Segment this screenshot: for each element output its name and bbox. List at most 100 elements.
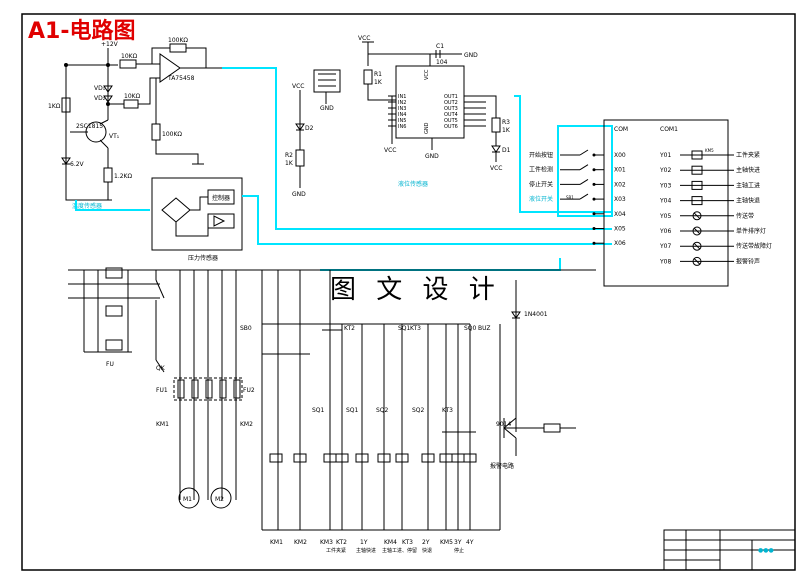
drawing-title: A1-电路图 xyxy=(28,18,135,44)
label-limit-5: KT3 xyxy=(442,407,453,414)
label-fu1: FU1 xyxy=(156,387,168,394)
label-transistor-9014: 9014 xyxy=(496,421,511,428)
label-r-100k-lower: 100KΩ xyxy=(162,131,182,138)
plc-output-label: 传送带故障灯 xyxy=(736,242,772,250)
plc-lamp-icon xyxy=(692,211,702,221)
label-r3-value: 1K xyxy=(502,127,511,134)
coil-label: KM2 xyxy=(294,539,307,546)
title-block xyxy=(663,529,796,571)
ic-input-pin: IN4 xyxy=(398,112,406,118)
plc-com-left: COM xyxy=(614,126,628,133)
coil-label: KM5 xyxy=(440,539,453,546)
ic-output-pin: OUT4 xyxy=(444,112,458,118)
label-r1-value: 1K xyxy=(374,79,383,86)
plc-output-terminal: Y04 xyxy=(659,198,671,205)
plc-input-label: 开始按钮 xyxy=(529,151,553,159)
plc-relay-coil xyxy=(691,150,703,160)
label-km2-power: KM2 xyxy=(240,421,253,428)
label-transistor: 2SC1815 xyxy=(76,123,103,130)
plc-relay-coil xyxy=(691,165,703,175)
plc-relay-coil xyxy=(691,180,703,190)
label-d1: D1 xyxy=(502,147,511,154)
coil-label: KT2 xyxy=(336,539,347,546)
plc-output-terminal: Y07 xyxy=(659,243,671,250)
label-r-10k-mid: 10KΩ xyxy=(124,93,141,100)
plc-input-terminal: X05 xyxy=(614,226,626,233)
coil-note-3: 主轴工进、停留 xyxy=(382,547,417,554)
plc-input-terminal: X03 xyxy=(614,196,626,203)
label-c1-value: 104 xyxy=(436,59,448,66)
pressure-controller-label: 控制器 xyxy=(212,194,230,202)
plc-input-node xyxy=(592,241,596,245)
label-sb0: SB0 xyxy=(240,325,252,332)
coil-label: KM3 xyxy=(320,539,333,546)
plc-unit xyxy=(603,119,729,287)
coil-note-1: 工件夹紧 xyxy=(326,547,346,554)
coil-note-4: 快退 xyxy=(422,547,432,554)
ic-output-pin: OUT6 xyxy=(444,124,458,130)
label-d2: D2 xyxy=(305,125,314,132)
plc-output-terminals: Y01Y02Y03Y04Y05Y06Y07Y08工件夹紧主轴快进主轴工进主轴快退… xyxy=(659,150,772,266)
label-buz-contact: BUZ xyxy=(478,325,491,332)
plc-input-node xyxy=(592,227,596,230)
label-sq0-contact: SQ0 xyxy=(464,325,477,332)
label-level-vcc: VCC xyxy=(358,35,370,42)
plc-output-label: 主轴快进 xyxy=(736,166,760,174)
plc-output-label: 主轴工进 xyxy=(736,181,760,189)
plc-relay-coil xyxy=(691,196,703,206)
plc-input-label: 停止开关 xyxy=(529,180,553,188)
plc-input-node xyxy=(592,182,596,186)
temperature-sensor-labels: +12V 10KΩ 100KΩ TA75458 1KΩ VD₁ VD₂ 10KΩ… xyxy=(48,37,195,210)
plc-output-label: 主轴快退 xyxy=(736,197,760,205)
label-vcc-12v: +12V xyxy=(101,41,119,48)
coil-label: 4Y xyxy=(466,539,474,546)
label-vd1: VD₁ xyxy=(94,85,106,92)
pressure-sensor xyxy=(151,177,243,251)
control-circuit-labels: SB0 KT2 SQ1 KT3 SQ0 BUZ SQ1 SQ1 SQ2 SQ2 … xyxy=(240,311,548,554)
label-limit-2: SQ1 xyxy=(346,407,359,414)
ic-output-pin: OUT3 xyxy=(444,106,458,112)
ic-input-pin: IN3 xyxy=(398,106,406,112)
plc-output-terminal: Y05 xyxy=(659,213,671,220)
plc-output-terminal: Y01 xyxy=(659,152,671,159)
plc-input-node xyxy=(592,197,596,201)
plc-lamp-cross xyxy=(693,258,701,265)
temperature-sensor-circuit xyxy=(61,43,222,201)
label-r2: R2 xyxy=(285,152,293,159)
coil-label: KM4 xyxy=(384,539,397,546)
coil-note-5: 停止 xyxy=(454,547,464,554)
label-c1: C1 xyxy=(436,43,444,50)
plc-lamp-icon xyxy=(692,256,702,266)
level-sensor-circuit xyxy=(295,41,501,188)
label-r3: R3 xyxy=(502,119,510,126)
plc-output-terminal: Y02 xyxy=(659,167,671,174)
coil-label: 1Y xyxy=(360,539,368,546)
motor-m1: M1 xyxy=(183,496,192,503)
ic-output-pin: OUT2 xyxy=(444,100,458,106)
ic-input-pin: IN2 xyxy=(398,100,406,106)
label-level-gnd-left: GND xyxy=(320,105,334,112)
label-vt: VT₁ xyxy=(109,133,120,140)
coil-label: KM1 xyxy=(270,539,283,546)
label-r-1k: 1KΩ xyxy=(48,103,61,110)
ic-input-pin: IN1 xyxy=(398,94,406,100)
label-buzzer-circuit: 报警电路 xyxy=(490,462,514,470)
ic-input-pin: IN5 xyxy=(398,118,406,124)
plc-input-terminal: X02 xyxy=(614,181,626,188)
plc-input-terminal: X01 xyxy=(614,167,626,174)
plc-com-right: COM1 xyxy=(660,126,678,133)
label-r2-value: 1K xyxy=(285,160,294,167)
plc-switch-contact xyxy=(579,178,589,185)
plc-input-node xyxy=(592,168,596,172)
plc-lamp-icon xyxy=(692,241,702,251)
label-qk: QK xyxy=(156,365,166,372)
coil-label: 2Y xyxy=(422,539,430,546)
plc-output-label: 传送带 xyxy=(736,212,754,220)
control-circuit xyxy=(261,270,576,531)
label-amp: TA75458 xyxy=(167,75,195,82)
plc-output-label: 单件排序灯 xyxy=(736,227,766,235)
plc-output-terminal: Y03 xyxy=(659,182,671,189)
